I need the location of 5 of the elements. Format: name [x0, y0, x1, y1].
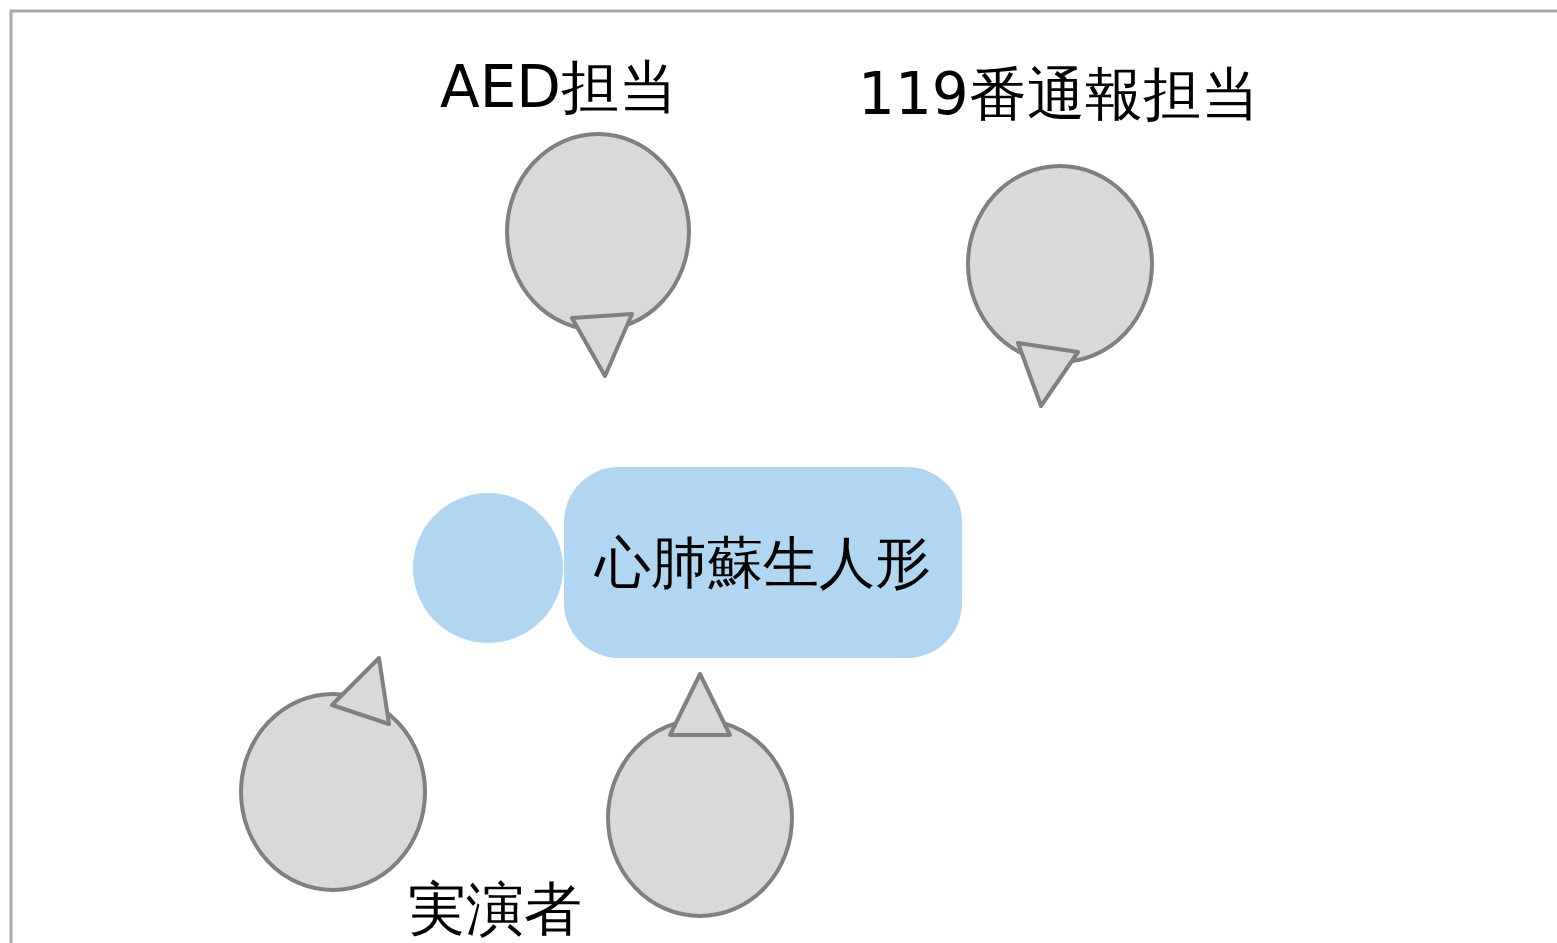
- mannequin-body: [564, 467, 962, 658]
- role-label: 実演者: [408, 880, 582, 938]
- role-heading: 119番通報担当: [858, 65, 1259, 123]
- mannequin-label: 心肺蘇生人形: [595, 534, 931, 591]
- role-heading: AED担当: [440, 58, 677, 116]
